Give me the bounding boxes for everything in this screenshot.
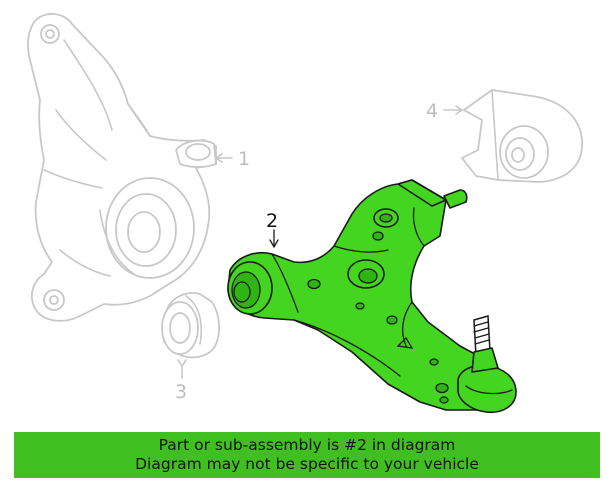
- parts-diagram: 1 4 3: [27, 13, 583, 414]
- callout-2: 2: [266, 210, 278, 232]
- banner-line-disclaimer: Diagram may not be specific to your vehi…: [135, 455, 479, 473]
- callout-1: 1: [238, 148, 250, 170]
- rear-bushing: [443, 89, 583, 183]
- callout-3: 3: [175, 381, 187, 403]
- callout-4: 4: [426, 100, 438, 122]
- front-bushing: [161, 292, 220, 379]
- callout-2-arrowhead: [269, 239, 279, 249]
- banner-line-part: Part or sub-assembly is #2 in diagram: [158, 436, 456, 454]
- steering-knuckle: [27, 13, 233, 322]
- lower-control-arm: [227, 179, 517, 414]
- info-banner: Part or sub-assembly is #2 in diagram Di…: [14, 432, 600, 478]
